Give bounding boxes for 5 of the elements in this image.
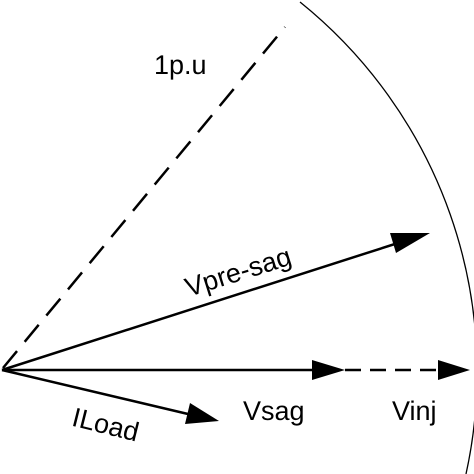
phasor-label: Vsag: [243, 398, 305, 425]
phasor-label: 1p.u: [154, 52, 207, 79]
phasor-label: Vpre-sag: [182, 243, 295, 302]
phasor-label: ILoad: [69, 404, 142, 447]
phasor-label: Vinj: [392, 398, 437, 425]
